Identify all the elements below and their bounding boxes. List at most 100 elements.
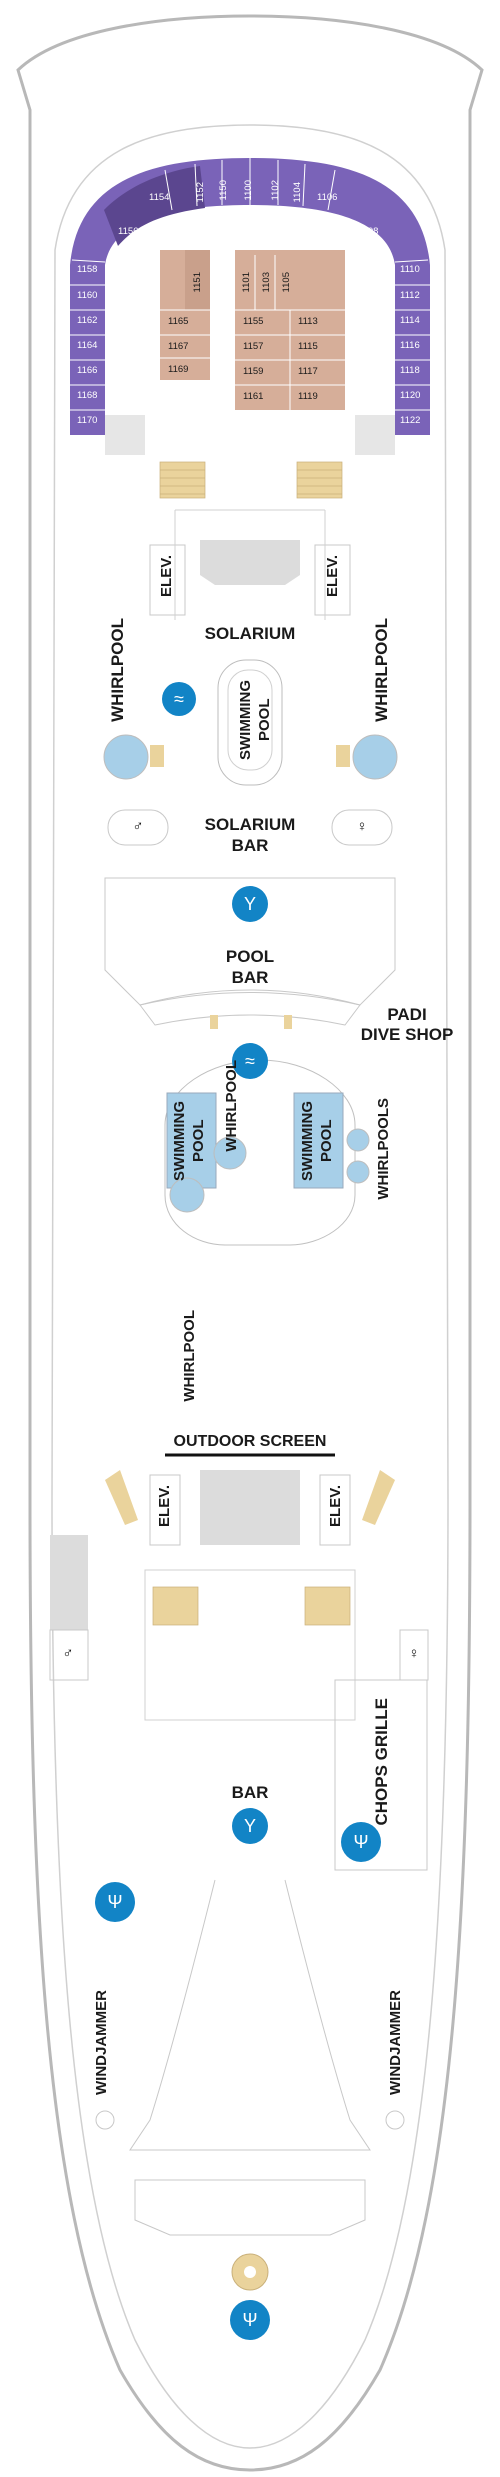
- cabin-number: 1110: [400, 264, 420, 275]
- cabin-number: 1115: [298, 341, 318, 352]
- padi-dive-shop-label: DIVE SHOP: [360, 1025, 454, 1044]
- elevator-shaft: [314, 544, 351, 616]
- cabin-number: 1108: [358, 226, 379, 237]
- cabin-number: 1106: [317, 192, 338, 203]
- swimming-icon: ≈: [162, 682, 196, 716]
- cabin-number: 1160: [77, 290, 98, 301]
- restroom-icon: ♂: [62, 1645, 74, 1662]
- elevator-shaft: [149, 1474, 181, 1546]
- fork-knife-icon: Ψ: [230, 2300, 270, 2340]
- cabin-number: 1104: [292, 182, 303, 203]
- stairs: [336, 745, 350, 767]
- cabin-number: 1151: [192, 272, 203, 293]
- cocktail-icon: Y: [232, 886, 268, 922]
- storage-area: [355, 415, 395, 455]
- fork-knife-icon: Ψ: [95, 1882, 135, 1922]
- spiral-stairs-core: [244, 2266, 256, 2278]
- column: [95, 2110, 115, 2130]
- forward-cabin-dark: [104, 166, 205, 246]
- restroom-outline: [107, 809, 169, 846]
- cabin-number: 1159: [243, 366, 264, 377]
- elevator-core: [200, 1470, 300, 1545]
- fork-knife-icon: Ψ: [341, 1822, 381, 1862]
- cabin-number: 1164: [77, 340, 98, 351]
- cabin-number: 1158: [77, 264, 98, 275]
- curved-stairs: [105, 1470, 138, 1525]
- storage-area: [50, 1535, 88, 1630]
- pool-basin: [227, 669, 273, 771]
- elevator-core: [200, 540, 300, 585]
- solarium-label: SOLARIUM: [204, 624, 296, 643]
- whirlpool: [213, 1136, 247, 1170]
- outdoor-screen-label: OUTDOOR SCREEN: [173, 1433, 327, 1450]
- cabin-number: 1100: [243, 180, 254, 201]
- whirlpool-label: WHIRLPOOL: [108, 618, 127, 722]
- swimming-pool: [293, 1092, 344, 1189]
- whirlpool-label: WHIRLPOOL: [223, 1060, 240, 1152]
- stairs: [150, 745, 164, 767]
- elevator-label: ELEV.: [327, 1485, 344, 1527]
- restroom-icon: ♀: [356, 818, 368, 835]
- inner-deck-line: [51, 124, 449, 2449]
- cabin-number: 1103: [261, 272, 272, 293]
- cabin-number: 1166: [77, 365, 98, 376]
- whirlpool: [346, 1160, 370, 1184]
- windjammer-outline: [129, 1879, 371, 2151]
- elevator-shaft: [149, 544, 186, 616]
- cabin-number: 1165: [168, 316, 189, 327]
- swimming-pool-label: SWIMMING POOL: [237, 680, 273, 760]
- elevator-shaft: [319, 1474, 351, 1546]
- pool-bar-counter: [139, 992, 361, 1026]
- whirlpool-label: WHIRLPOOL: [181, 1310, 198, 1402]
- windjammer-label: WINDJAMMER: [93, 1990, 110, 2095]
- cabin-number: 1161: [243, 391, 264, 402]
- elevator-label: ELEV.: [156, 1485, 173, 1527]
- restroom-outline: [49, 1629, 89, 1681]
- solarium-bar-label: SOLARIUM: [204, 815, 296, 834]
- solarium-bar-label: BAR: [231, 836, 269, 855]
- whirlpool-label: WHIRLPOOL: [372, 618, 391, 722]
- column: [385, 2110, 405, 2130]
- chops-grille-label: CHOPS GRILLE: [372, 1698, 391, 1826]
- cabin-number: 1155: [243, 316, 264, 327]
- stairs: [284, 1015, 292, 1029]
- pool-bar-label: POOL: [225, 947, 275, 966]
- elevator-label: ELEV.: [158, 555, 175, 597]
- cabin-number: 1114: [400, 315, 420, 326]
- cabin-number: 1112: [400, 290, 420, 301]
- swimming-pool-label: SWIMMING POOL: [171, 1101, 207, 1181]
- buffet-counter: [134, 2179, 366, 2236]
- cabin-number: 1157: [243, 341, 264, 352]
- bar-label: BAR: [231, 1783, 269, 1802]
- cabin-dividers: [70, 158, 430, 411]
- whirlpool: [103, 734, 149, 780]
- inner-cabin-block: [185, 250, 210, 310]
- stairs-forward: [159, 461, 343, 499]
- restroom-icon: ♂: [132, 818, 144, 835]
- pool-deck: [164, 1059, 356, 1246]
- cabin-number: 1118: [400, 365, 420, 376]
- cabin-number: 1119: [298, 391, 318, 402]
- cabin-number: 1113: [298, 316, 318, 327]
- cabin-number: 1167: [168, 341, 189, 352]
- cabin-number: 1152: [195, 182, 206, 203]
- padi-dive-shop-label: PADI: [387, 1005, 427, 1024]
- atrium-outline: [144, 1569, 356, 1721]
- elevator-label: ELEV.: [324, 555, 341, 597]
- cabin-number: 1122: [400, 415, 421, 426]
- stairs: [210, 1015, 218, 1029]
- cabin-number: 1116: [400, 340, 420, 351]
- whirlpool: [346, 1128, 370, 1152]
- inner-dividers: [160, 255, 345, 410]
- whirlpools-label: WHIRLPOOLS: [375, 1098, 392, 1200]
- restroom-icon: ♀: [408, 1645, 420, 1662]
- cabin-number: 1168: [77, 390, 98, 401]
- stair-steps: [160, 469, 342, 495]
- cabin-number: 1156: [118, 226, 139, 237]
- cabin-number: 1105: [281, 272, 292, 293]
- cabin-number: 1154: [149, 192, 170, 203]
- chops-grille-outline: [334, 1679, 428, 1871]
- swimming-icon: ≈: [232, 1043, 268, 1079]
- cabin-number: 1170: [77, 415, 98, 426]
- cabin-number: 1101: [241, 272, 252, 293]
